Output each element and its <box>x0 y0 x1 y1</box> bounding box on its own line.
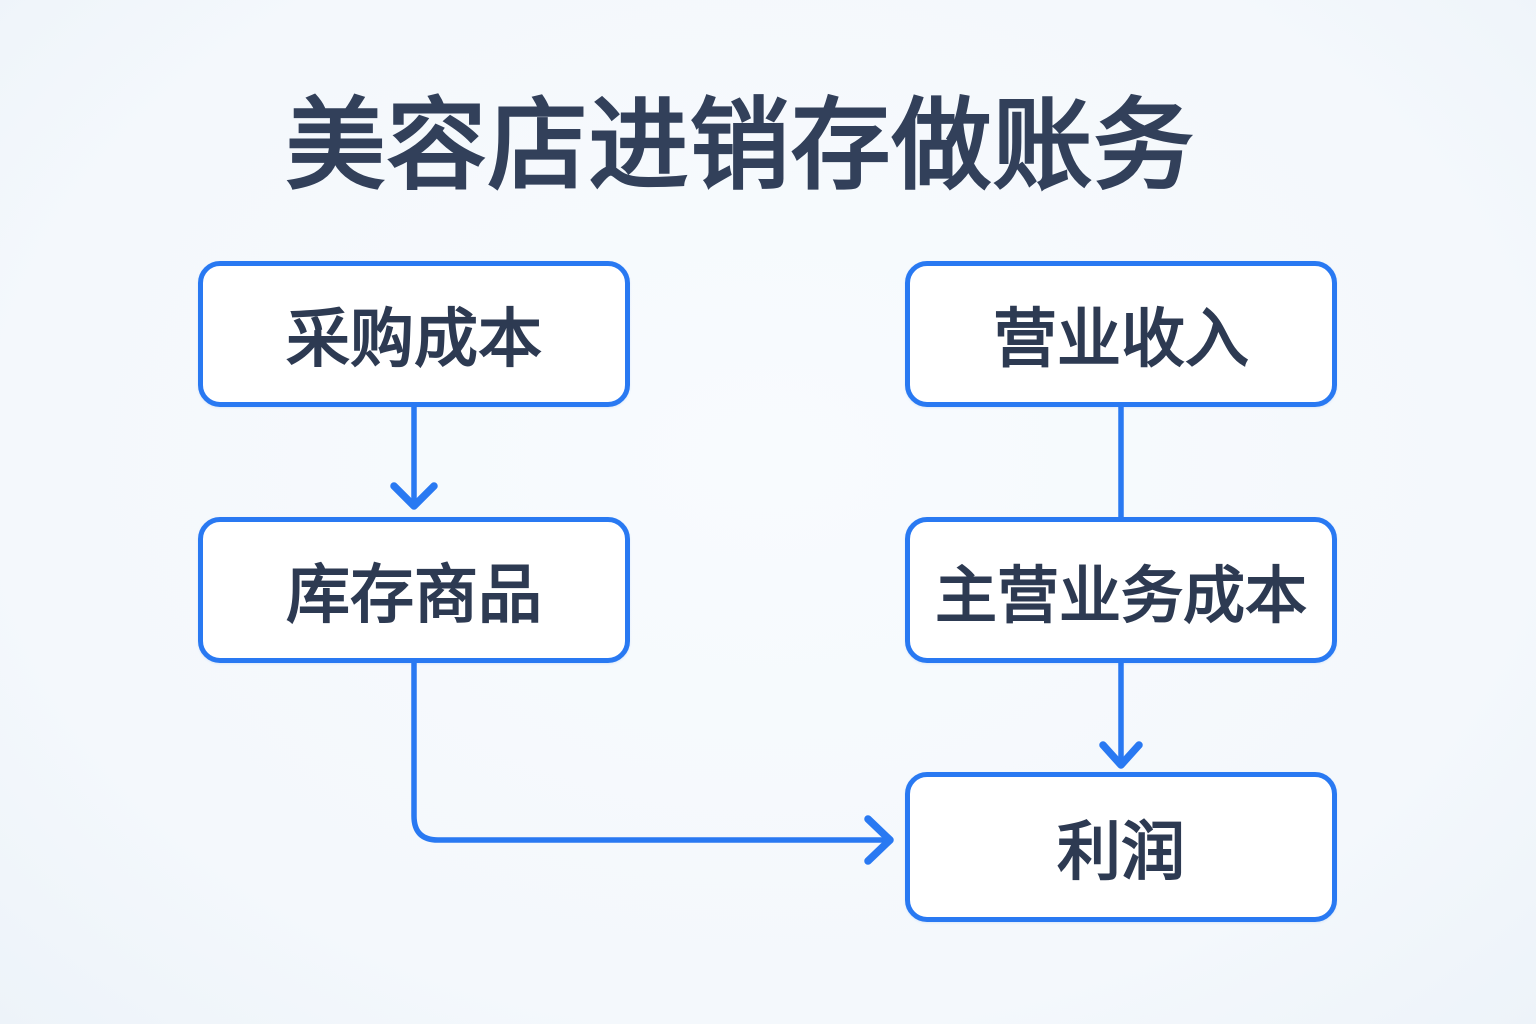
node-main-business-cost: 主营业务成本 <box>905 517 1337 663</box>
node-main-business-cost-label: 主营业务成本 <box>934 562 1307 631</box>
node-operating-revenue: 营业收入 <box>905 261 1337 407</box>
connector-inventory-to-profit <box>411 658 887 843</box>
arrowhead-cost-to-profit <box>1099 741 1143 769</box>
node-inventory-goods-label: 库存商品 <box>286 559 542 631</box>
arrowhead-inventory-to-profit <box>864 815 894 865</box>
node-inventory-goods: 库存商品 <box>198 517 630 663</box>
node-purchase-cost: 采购成本 <box>198 261 630 407</box>
arrowhead-purchase-to-inventory <box>390 482 438 510</box>
node-operating-revenue-label: 营业收入 <box>993 303 1249 375</box>
node-profit: 利润 <box>905 772 1337 922</box>
node-purchase-cost-label: 采购成本 <box>286 303 542 375</box>
node-profit-label: 利润 <box>1057 816 1185 888</box>
diagram-title: 美容店进销存做账务 <box>285 90 1195 202</box>
